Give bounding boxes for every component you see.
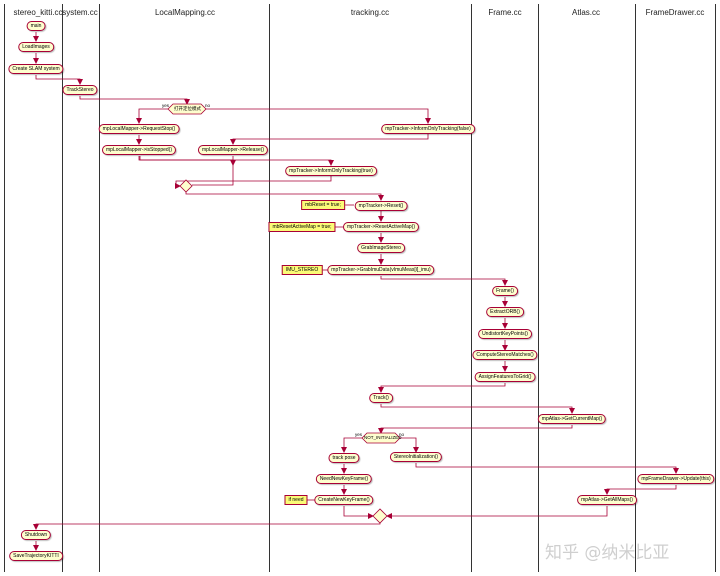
decision-localization-mode: [167, 103, 207, 115]
node-track: Track(): [369, 393, 393, 403]
node-inform-only-tracking-false: mpTracker->InformOnlyTracking(false): [381, 124, 475, 134]
node-grab-image-stereo: GrabImageStereo: [357, 243, 405, 253]
node-inform-only-tracking-true: mpTracker->InformOnlyTracking(true): [285, 166, 377, 176]
lane-title-localmapping: LocalMapping.cc: [154, 8, 216, 17]
node-release: mpLocalMapper->Release(): [197, 145, 269, 155]
lane-divider: [269, 4, 270, 572]
branch-label-yes: yes: [162, 103, 170, 108]
note-imu-stereo: IMU_STEREO: [281, 265, 323, 275]
lane-divider: [4, 4, 5, 572]
branch-label-no: no: [399, 432, 405, 437]
node-load-images: LoadImages: [18, 42, 54, 52]
node-request-stop: mpLocalMapper->RequestStop(): [98, 124, 180, 134]
branch-label-no: no: [205, 103, 211, 108]
lane-divider: [635, 4, 636, 572]
watermark: 知乎 @纳米比亚: [545, 543, 670, 563]
node-get-current-map: mpAtlas->GetCurrentMap(): [537, 414, 607, 424]
node-shutdown: Shutdown: [20, 530, 52, 540]
merge-diamond: [179, 179, 193, 193]
lane-title-stereo-kitti: stereo_kitti.cc: [13, 8, 63, 17]
decision-text-not-initialized: NOT_INITIALIZED: [364, 435, 402, 440]
decision-not-initialized: [361, 432, 401, 444]
node-compute-stereo-matches: ComputeStereoMatches(): [472, 350, 538, 360]
node-create-new-keyframe: CreateNewKeyFrame(): [314, 495, 374, 505]
decision-text-localization-mode: 打开定位模式: [174, 106, 201, 111]
node-track-pose: track pose: [328, 453, 360, 463]
node-create-slam-system: Create SLAM system: [8, 64, 64, 74]
branch-label-yes: yes: [355, 432, 363, 437]
node-grab-imu-data: mpTracker->GrabImuData(vImuMeas[i]_imu): [327, 265, 435, 275]
merge-diamond: [372, 508, 388, 524]
lane-divider: [715, 4, 716, 572]
lane-title-framedrawer: FrameDrawer.cc: [645, 8, 705, 17]
node-assign-features-to-grid: AssignFeaturesToGrid(): [474, 372, 536, 382]
lane-divider: [62, 4, 63, 572]
node-undistort-keypoints: UndistortKeyPoints(): [478, 329, 532, 339]
lane-title-atlas: Atlas.cc: [571, 8, 601, 17]
lane-title-tracking: tracking.cc: [350, 8, 390, 17]
note-mbreset-active-map: mbResetActiveMap = true;: [268, 222, 336, 232]
lane-divider: [538, 4, 539, 572]
lane-title-system: system.cc: [62, 8, 98, 17]
lane-title-frame: Frame.cc: [488, 8, 522, 17]
node-save-trajectory-kitti: SaveTrajectoryKITTI: [9, 551, 63, 561]
node-reset-active-map: mpTracker->ResetActiveMap(): [342, 222, 420, 232]
node-extract-orb: ExtractORB(): [486, 307, 524, 317]
note-mbreset: mbReset = true;: [301, 200, 345, 210]
node-is-stopped: mpLocalMapper->isStopped(): [101, 145, 177, 155]
node-need-new-keyframe: NeedNewKeyFrame(): [315, 474, 373, 484]
node-frame-drawer-update: mpFrameDrawer->Update(this): [637, 474, 715, 484]
node-track-stereo: TrackStereo: [62, 85, 98, 95]
lane-divider: [471, 4, 472, 572]
node-stereo-initialization: StereoInitialization(): [389, 452, 443, 462]
note-if-need: if need: [284, 495, 308, 505]
node-reset: mpTracker->Reset(): [354, 201, 408, 211]
node-main: main: [26, 21, 46, 31]
node-get-all-maps: mpAtlas->GetAllMaps(): [577, 495, 637, 505]
lane-divider: [99, 4, 100, 572]
node-frame: Frame(): [492, 286, 518, 296]
